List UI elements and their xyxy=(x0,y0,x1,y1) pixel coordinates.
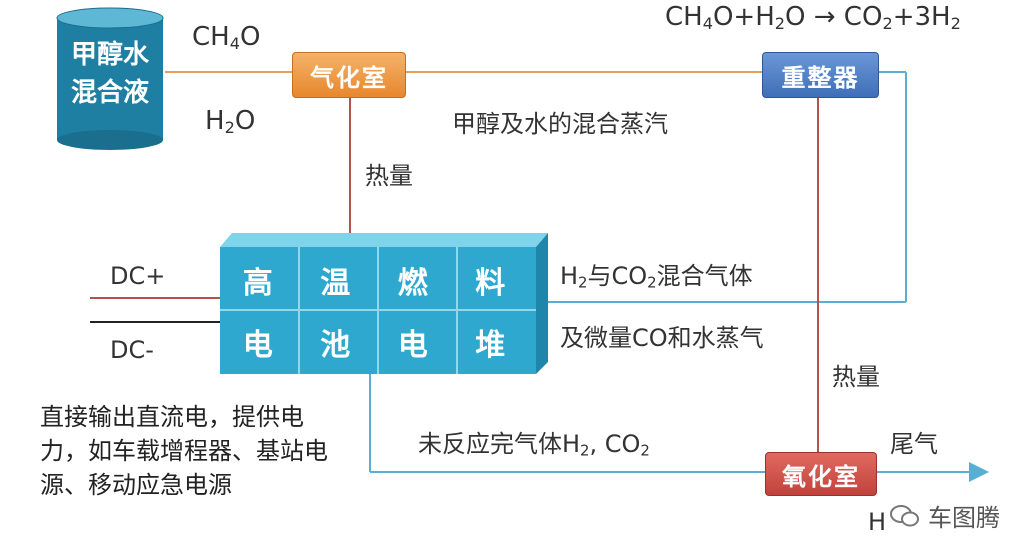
watermark-text: 车图腾 xyxy=(928,504,1000,532)
h2-co2-mix-label: H2与CO2混合气体 xyxy=(560,262,753,292)
wechat-icon xyxy=(890,504,920,528)
oxidizer-box: 氧化室 xyxy=(765,452,877,496)
stack-char: 池 xyxy=(320,328,353,363)
stack-row-top: 高 温 燃 料 xyxy=(220,258,530,302)
stack-char: 料 xyxy=(475,266,508,301)
stack-char: 温 xyxy=(320,266,353,301)
vaporizer-box: 气化室 xyxy=(292,52,406,98)
stack-row-bottom: 电 池 电 堆 xyxy=(220,320,530,364)
mixed-vapor-label: 甲醇及水的混合蒸汽 xyxy=(452,110,668,138)
tail-gas-label: 尾气 xyxy=(890,430,938,458)
heat-label-right: 热量 xyxy=(832,363,880,391)
input-ch4o: CH4O xyxy=(192,22,261,54)
dc-plus-label: DC+ xyxy=(110,262,166,290)
watermark: 车图腾 xyxy=(890,498,1000,533)
reaction-equation: CH4O+H2O → CO2+3H2 xyxy=(665,2,961,34)
output-note: 直接输出直流电，提供电力，如车载增程器、基站电源、移动应急电源 xyxy=(40,403,328,499)
reformer-box: 重整器 xyxy=(762,52,879,98)
dc-minus-label: DC- xyxy=(110,336,154,364)
bottom-right-partial-text: H xyxy=(868,508,887,536)
heat-label-left: 热量 xyxy=(365,162,413,190)
trace-gas-label: 及微量CO和水蒸气 xyxy=(560,324,764,352)
stack-char: 电 xyxy=(242,328,275,363)
stack-char: 堆 xyxy=(475,328,508,363)
stack-char: 电 xyxy=(397,328,430,363)
stack-char: 高 xyxy=(242,266,275,301)
stack-char: 燃 xyxy=(397,266,430,301)
methanol-tank-icon xyxy=(56,7,164,150)
methanol-tank-label: 甲醇水 混合液 xyxy=(70,40,149,108)
unreacted-gas-label: 未反应完气体H2, CO2 xyxy=(418,430,650,460)
input-h2o: H2O xyxy=(205,106,256,138)
fuel-cell-stack-icon xyxy=(220,233,548,374)
